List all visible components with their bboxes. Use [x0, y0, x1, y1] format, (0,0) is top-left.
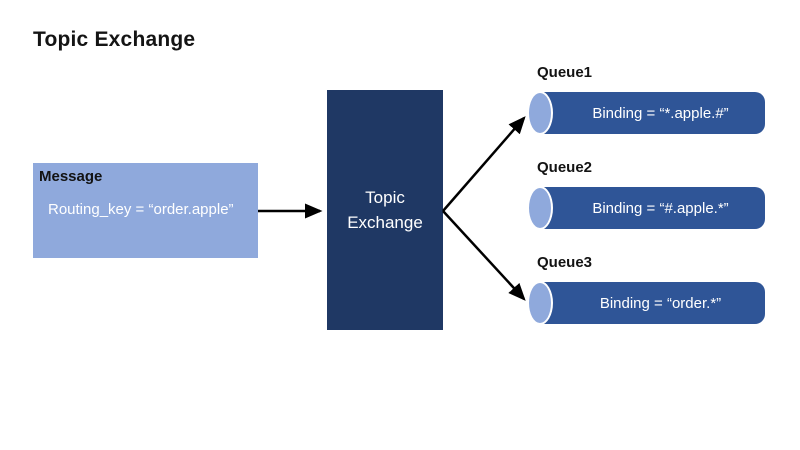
message-box: Message Routing_key = “order.apple” [33, 163, 258, 258]
exchange-box: Topic Exchange [327, 90, 443, 330]
queue-1-cylinder: Binding = “*.apple.#” [527, 91, 765, 135]
queue-2-binding-text: Binding = “#.apple.*” [592, 199, 729, 217]
queue-1-cylinder-cap [527, 91, 553, 135]
queue-2-cylinder: Binding = “#.apple.*” [527, 186, 765, 230]
page-title: Topic Exchange [33, 28, 196, 51]
exchange-label-line1: Topic [365, 188, 405, 207]
queue-3-cylinder-cap [527, 281, 553, 325]
queue-2-cylinder-cap [527, 186, 553, 230]
arrow-exchange-to-queue3 [442, 210, 526, 301]
queue-2-label: Queue2 [537, 159, 593, 176]
arrow-exchange-to-queue1 [442, 116, 526, 212]
queue-1-binding-text: Binding = “*.apple.#” [592, 104, 729, 122]
queue-1-label: Queue1 [537, 64, 593, 81]
queue-3-cylinder-body [540, 282, 765, 324]
routing-key-text: Routing_key = “order.apple” [48, 201, 234, 218]
message-label: Message [39, 168, 103, 185]
exchange-label-line2: Exchange [347, 213, 423, 232]
queue-3-cylinder: Binding = “order.*” [527, 281, 765, 325]
queue-3-binding-text: Binding = “order.*” [599, 294, 722, 312]
queue-3-label: Queue3 [537, 254, 593, 271]
queue-1-cylinder-body [540, 92, 765, 134]
queue-2-cylinder-body [540, 187, 765, 229]
